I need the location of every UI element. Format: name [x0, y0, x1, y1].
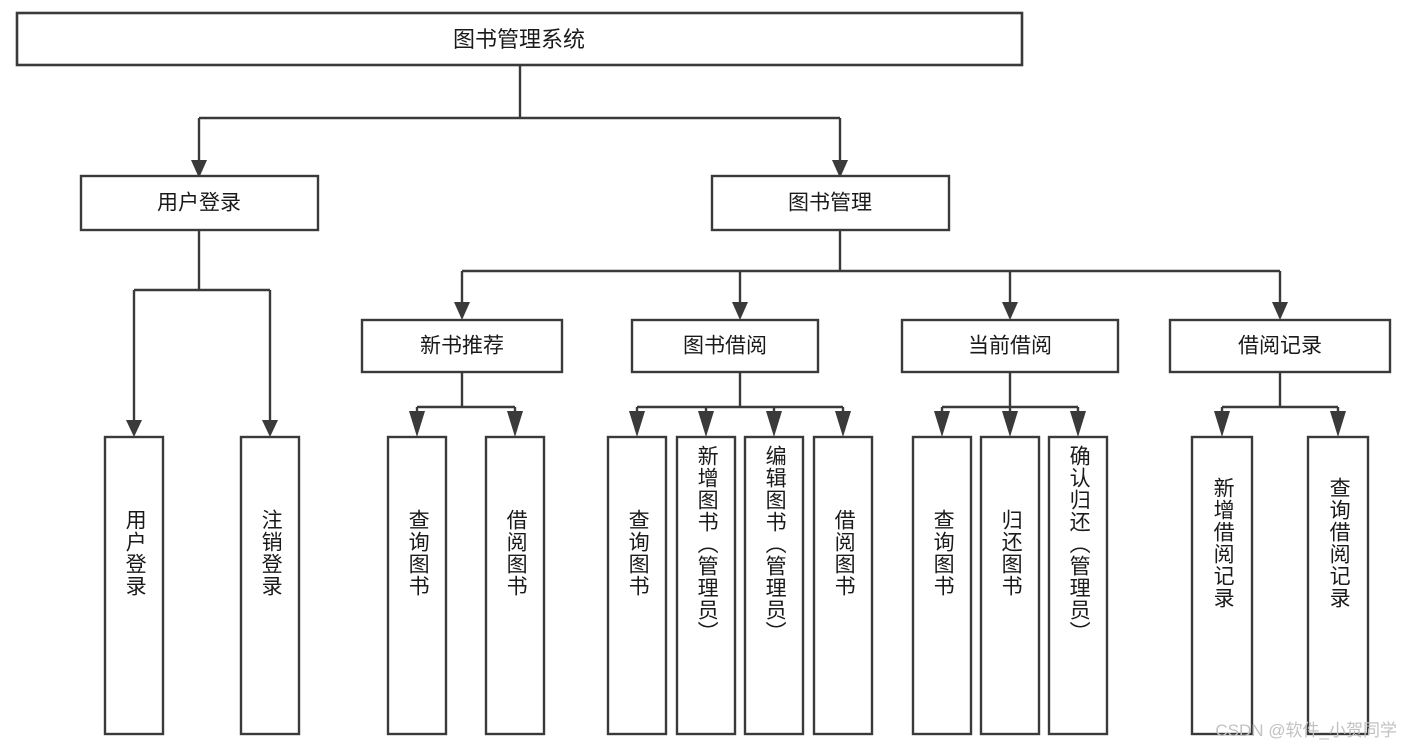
arrow-to-borrow-record: [1272, 302, 1288, 320]
arrow-leaf-add-record: [1214, 411, 1230, 437]
arrow-leaf-query-book-3: [934, 411, 950, 437]
node-book-manage[interactable]: 图书管理: [710, 174, 951, 232]
arrow-leaf-confirm-return: [1070, 411, 1086, 437]
arrow-leaf-add-book: [698, 411, 714, 437]
node-new-book-rec-label: 新书推荐: [420, 335, 504, 358]
arrow-leaf-logout: [262, 420, 278, 437]
leaf-query-book-1-box[interactable]: [386, 435, 448, 736]
node-new-book-rec-box[interactable]: [360, 318, 564, 374]
leaf-confirm-return-box[interactable]: [1047, 435, 1109, 736]
edge-group: [126, 65, 1346, 437]
leaf-query-record-box[interactable]: [1306, 435, 1370, 736]
arrow-leaf-query-record: [1330, 411, 1346, 437]
node-root[interactable]: 图书管理系统: [15, 11, 1024, 67]
leaf-edit-book-box[interactable]: [743, 435, 805, 736]
leaf-borrow-book-2-box[interactable]: [812, 435, 874, 736]
arrow-leaf-user-login: [126, 420, 142, 437]
arrow-to-book-manage: [832, 160, 848, 178]
arrow-leaf-query-book-2: [629, 411, 645, 437]
arrow-leaf-return-book: [1002, 411, 1018, 437]
leaf-return-book-box[interactable]: [979, 435, 1041, 736]
leaf-query-book-3-box[interactable]: [911, 435, 973, 736]
node-book-manage-box[interactable]: [710, 174, 951, 232]
arrow-to-current-borrow: [1002, 302, 1018, 320]
node-current-borrow[interactable]: 当前借阅: [900, 318, 1120, 374]
leaf-borrow-book-1-box[interactable]: [484, 435, 546, 736]
leaf-logout-box[interactable]: [239, 435, 301, 736]
leaf-add-book-box[interactable]: [675, 435, 737, 736]
node-current-borrow-box[interactable]: [900, 318, 1120, 374]
node-root-box[interactable]: [15, 11, 1024, 67]
node-user-login[interactable]: 用户登录: [79, 174, 320, 232]
leaf-add-record-box[interactable]: [1190, 435, 1254, 736]
arrow-leaf-borrow-book-1: [507, 411, 523, 437]
node-borrow-record-box[interactable]: [1168, 318, 1392, 374]
node-borrow-record-label: 借阅记录: [1238, 335, 1322, 358]
node-book-borrow[interactable]: 图书借阅: [630, 318, 820, 374]
node-user-login-label: 用户登录: [157, 192, 241, 215]
arrow-to-user-login: [191, 160, 207, 178]
node-book-borrow-label: 图书借阅: [683, 335, 767, 358]
arrow-to-book-borrow: [732, 302, 748, 320]
node-root-label: 图书管理系统: [453, 27, 585, 52]
node-user-login-box[interactable]: [79, 174, 320, 232]
leaf-query-book-2-box[interactable]: [606, 435, 668, 736]
leaf-user-login-box[interactable]: [103, 435, 165, 736]
node-current-borrow-label: 当前借阅: [968, 335, 1052, 358]
arrow-leaf-edit-book: [766, 411, 782, 437]
node-new-book-rec[interactable]: 新书推荐: [360, 318, 564, 374]
leaf-box-group: [103, 435, 1370, 736]
node-book-manage-label: 图书管理: [788, 192, 872, 215]
arrow-to-new-book-rec: [454, 302, 470, 320]
node-borrow-record[interactable]: 借阅记录: [1168, 318, 1392, 374]
arrow-leaf-query-book-1: [409, 411, 425, 437]
node-book-borrow-box[interactable]: [630, 318, 820, 374]
arrow-leaf-borrow-book-2: [835, 411, 851, 437]
